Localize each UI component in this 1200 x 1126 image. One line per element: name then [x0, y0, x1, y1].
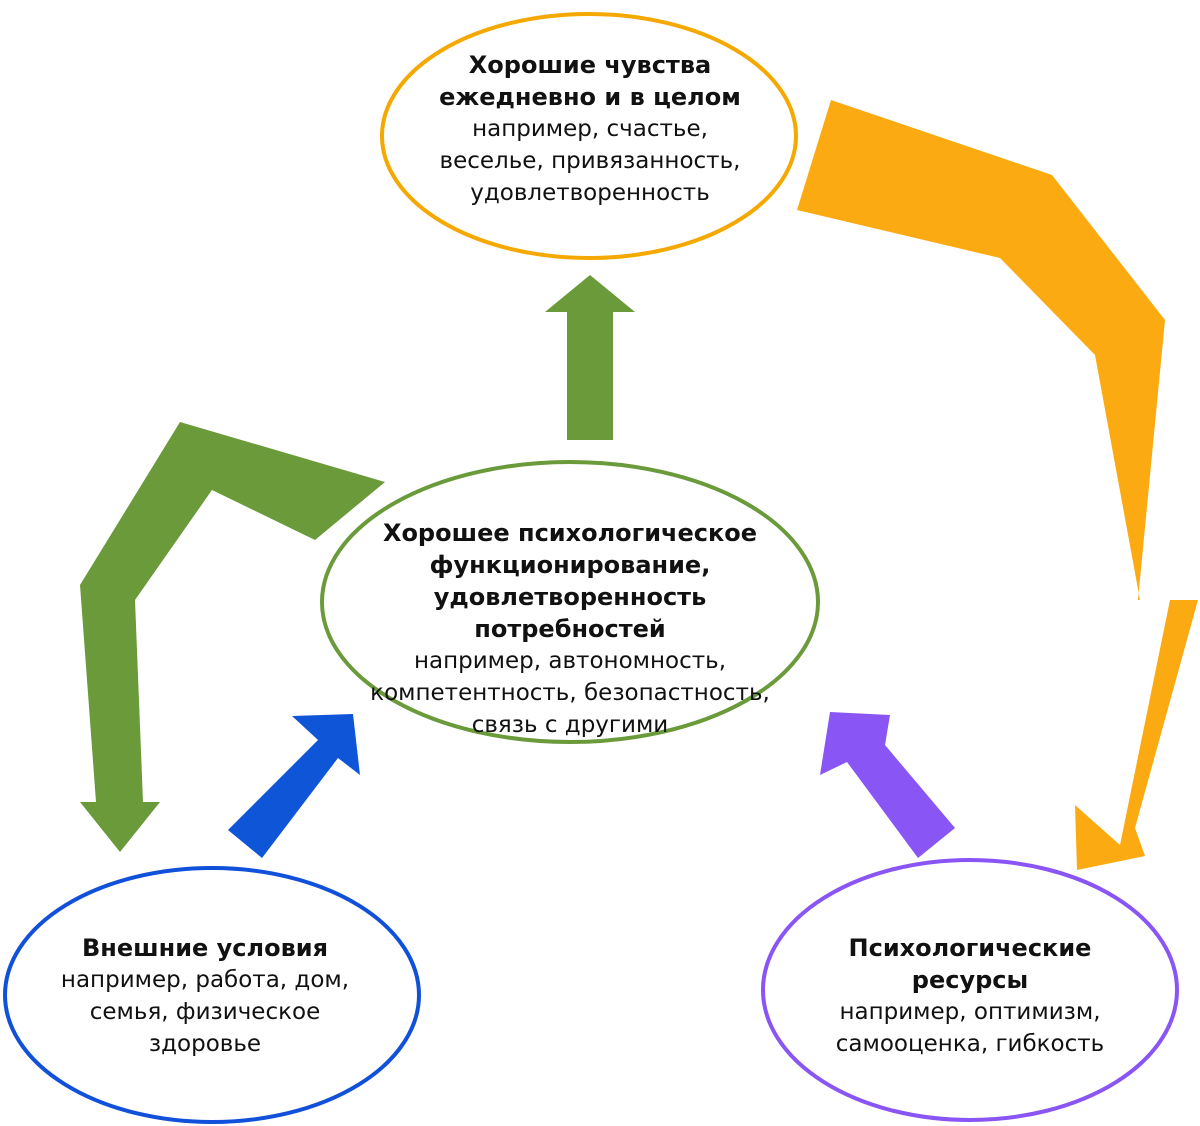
node-right-title-line1: Психологические	[848, 934, 1092, 962]
node-top-title-line2: ежедневно и в целом	[439, 83, 741, 111]
node-left-title-line1: Внешние условия	[81, 934, 329, 962]
node-center-sub-line3: связь с другими	[471, 712, 669, 738]
node-top-sub-line1: например, счастье,	[472, 116, 708, 142]
node-right-sub-line2: самооценка, гибкость	[835, 1031, 1105, 1057]
node-center-title-line1: Хорошее психологическое	[382, 519, 758, 547]
node-center-title-line3: удовлетворенность потребностей	[433, 583, 707, 643]
arrow-right-to-center	[820, 712, 955, 858]
node-top-sub-line3: удовлетворенность	[470, 180, 710, 206]
node-center-sub-line2: компетентность, безопастность,	[370, 680, 770, 706]
node-center-text: Хорошее психологическое функционирование…	[335, 517, 805, 741]
arrow-top-to-right	[797, 100, 1198, 870]
node-top-text: Хорошие чувства ежедневно и в целом напр…	[400, 49, 780, 209]
arrow-center-to-left	[80, 422, 385, 852]
node-right-text: Психологические ресурсы например, оптими…	[780, 932, 1160, 1060]
arrow-left-to-center	[228, 714, 360, 858]
node-center-ellipse	[320, 460, 820, 744]
node-left-sub-line1: например, работа, дом,	[60, 967, 350, 993]
arrow-center-to-top	[545, 275, 635, 440]
node-left-sub-line3: здоровье	[148, 1031, 262, 1057]
node-right-sub-line1: например, оптимизм,	[839, 999, 1101, 1025]
node-top-sub-line2: веселье, привязанность,	[439, 148, 741, 174]
node-right-ellipse	[761, 858, 1179, 1122]
node-center-title-line2: функционирование,	[429, 551, 711, 579]
node-left-text: Внешние условия например, работа, дом, с…	[30, 932, 380, 1060]
node-left-sub-line2: семья, физическое	[89, 999, 321, 1025]
node-top-title-line1: Хорошие чувства	[468, 51, 712, 79]
node-left-ellipse	[3, 866, 421, 1124]
node-right-title-line2: ресурсы	[911, 966, 1029, 994]
node-top-ellipse	[380, 12, 798, 260]
node-center-sub-line1: например, автономность,	[413, 648, 727, 674]
